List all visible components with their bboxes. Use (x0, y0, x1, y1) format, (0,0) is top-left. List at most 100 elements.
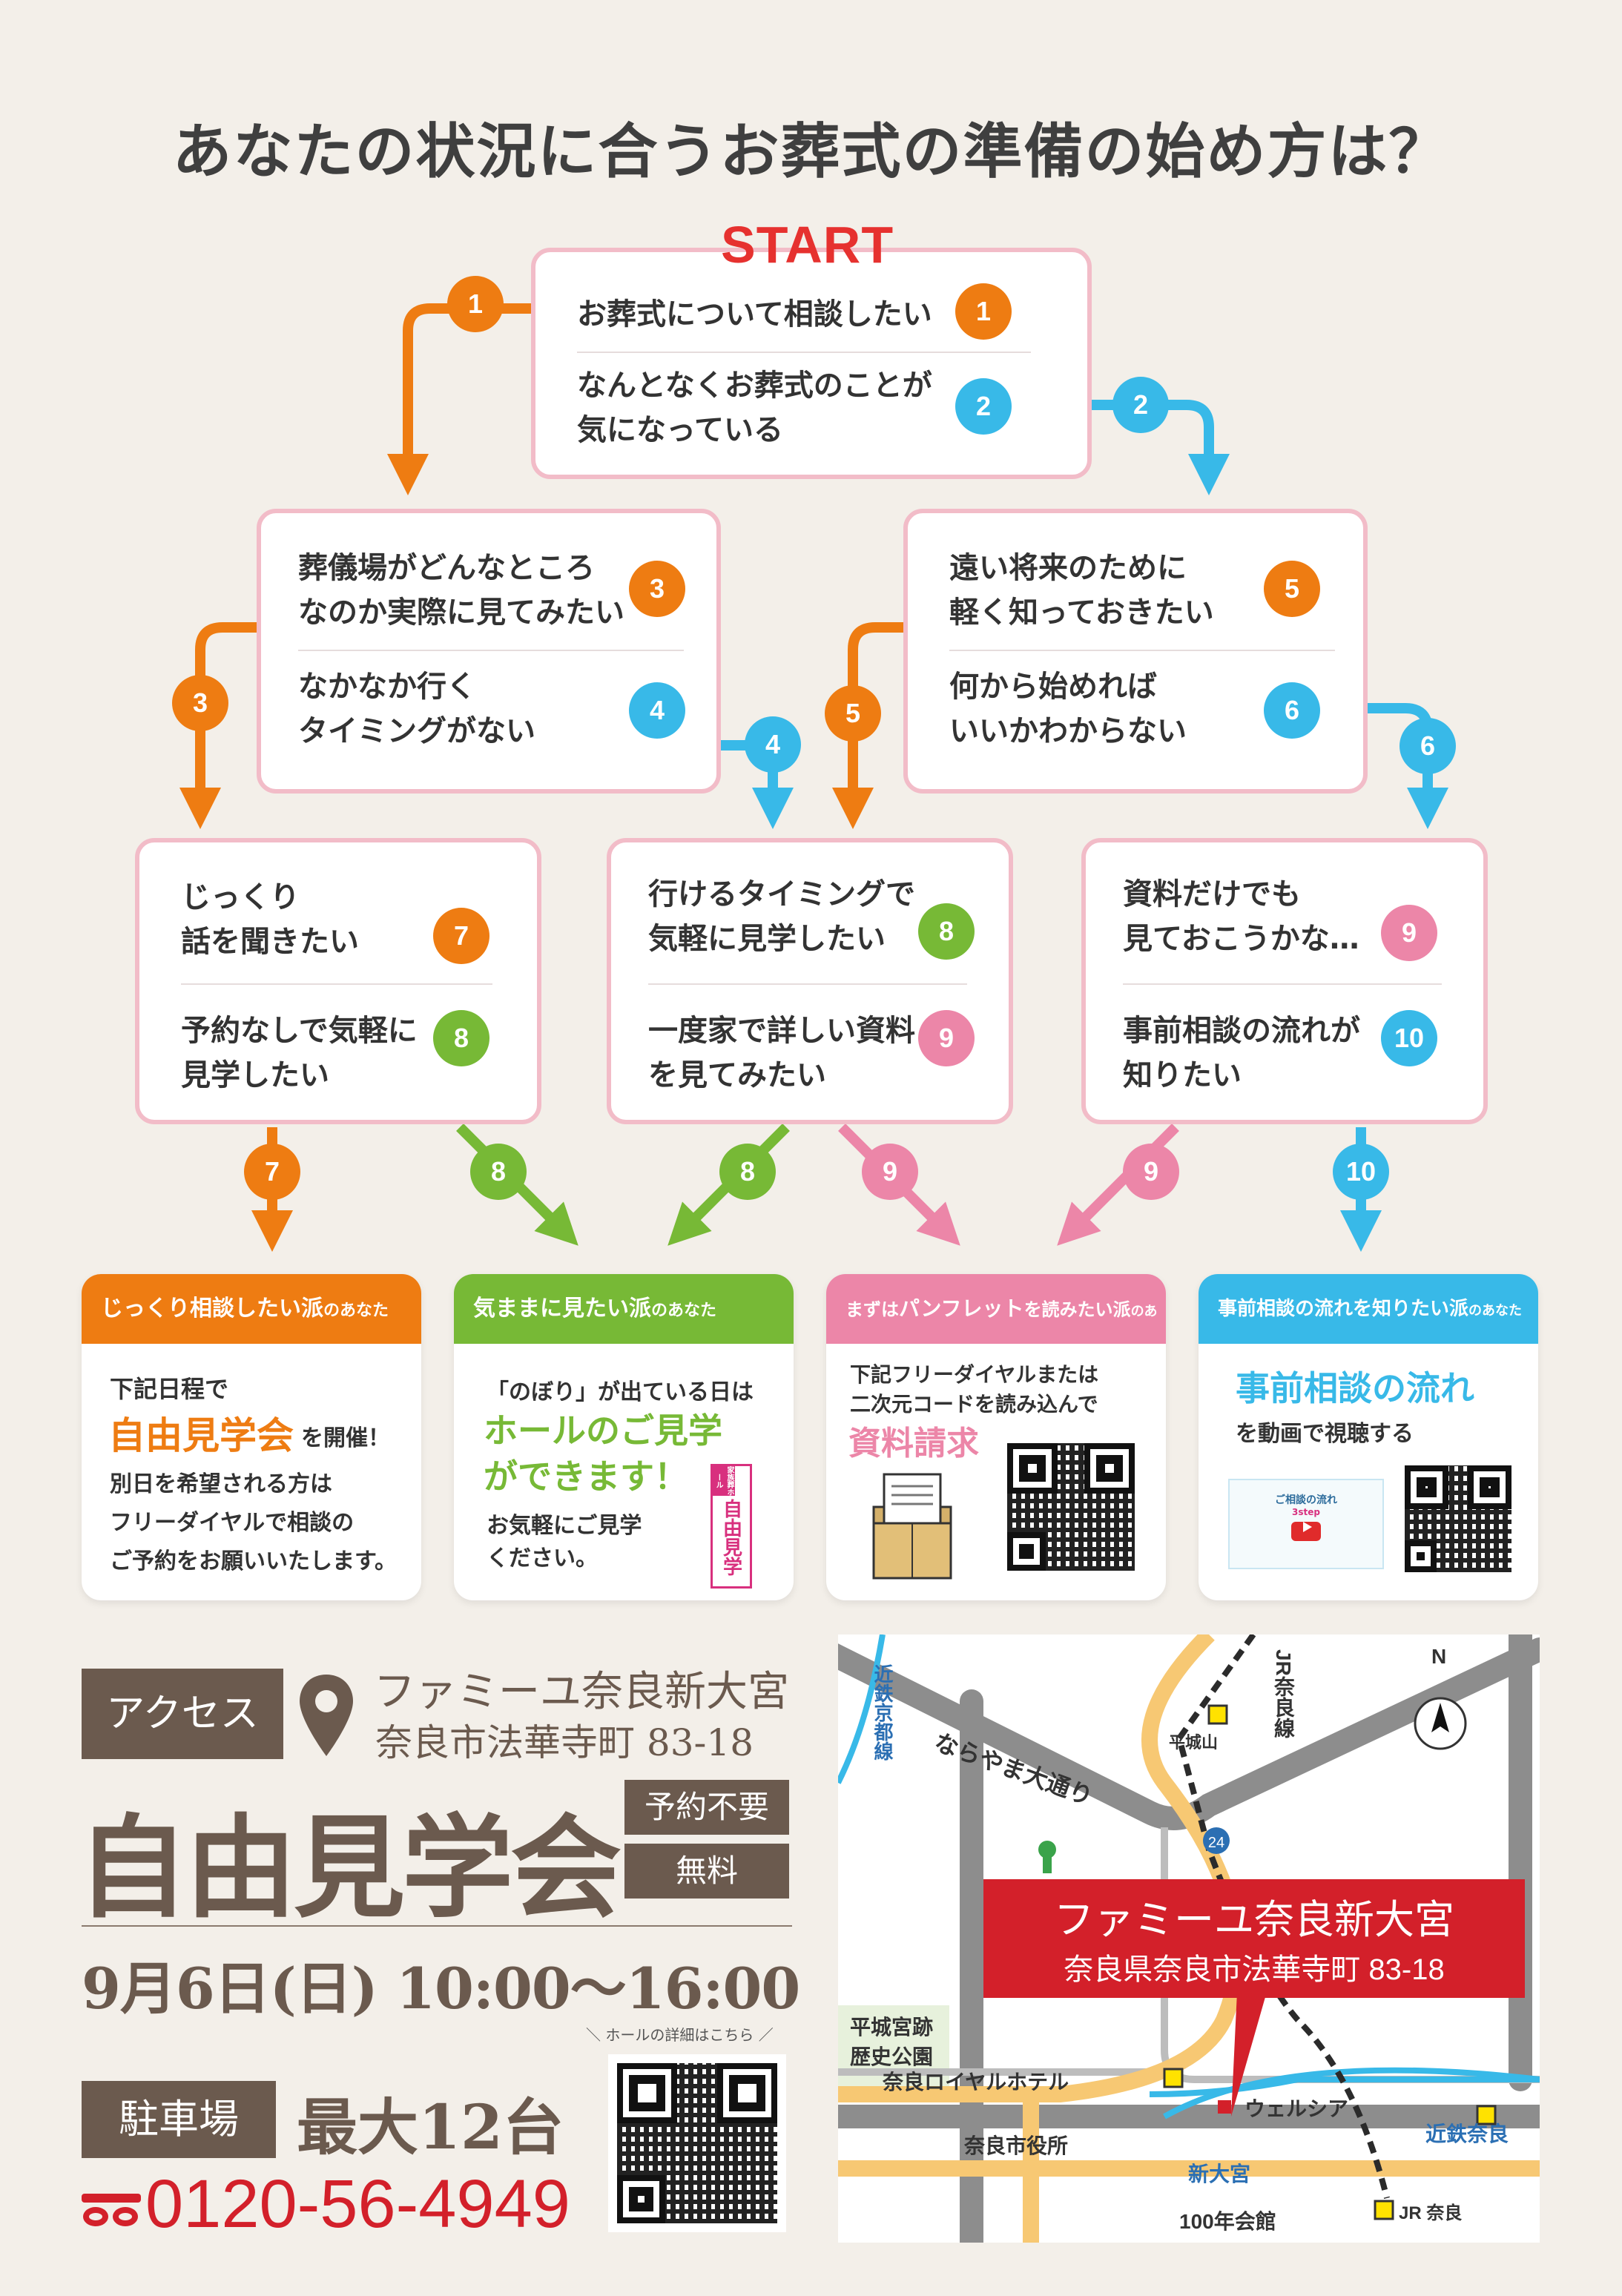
flow-option-8-badge: 8 (433, 1010, 489, 1066)
map-callout: ファミーユ奈良新大宮 奈良県奈良市法華寺町 83-18 (983, 1879, 1525, 1998)
flow-option-6-badge: 6 (1264, 682, 1320, 739)
flow-option-10-badge: 10 (1381, 1010, 1437, 1066)
flow-option-5: 遠い将来のために 軽く知っておきたい (949, 551, 1214, 630)
card-header: じっくり相談したい派のあなた (82, 1274, 421, 1344)
card-text: 「のぼり」が出ている日は (487, 1379, 754, 1405)
video-thumbnail[interactable]: ご相談の流れ 3step (1228, 1479, 1384, 1569)
start-label: START (721, 216, 894, 274)
arrow-badge-9b: 9 (1123, 1144, 1179, 1200)
flow-box-right: 遠い将来のために 軽く知っておきたい 5 何から始めれば いいかわからない 6 (903, 509, 1368, 794)
free-tag: 無料 (624, 1844, 789, 1899)
pamphlet-qr-code[interactable] (1007, 1443, 1135, 1571)
phone-number[interactable]: 0120-56-4949 (145, 2166, 570, 2242)
map-hotel-label: 奈良ロイヤルホテル (883, 2071, 1069, 2094)
flow-option-7: じっくり 話を聞きたい (181, 880, 359, 959)
result-card-consult: じっくり相談したい派のあなた 下記日程で 自由見学会 を開催！ 別日を希望される… (82, 1274, 421, 1600)
card-text: 下記日程で (110, 1375, 229, 1403)
flow-option-6: 何から始めれば いいかわからない (949, 670, 1187, 748)
map-line-label: 近鉄京都線 (871, 1664, 894, 1761)
divider (648, 983, 967, 985)
map-station-label: JR 奈良 (1399, 2203, 1463, 2223)
hall-detail-note: ＼ ホールの詳細はこちら ／ (586, 2026, 774, 2044)
card-highlight: 自由見学会 (108, 1414, 294, 1457)
access-map[interactable]: 24 ファミーユ奈良新大宮 奈良県奈良市法華寺町 83-18 N ならやま大通り… (838, 1634, 1540, 2243)
arrow-badge-9a: 9 (862, 1144, 918, 1200)
flow-option-9-badge: 9 (918, 1010, 975, 1066)
flow-option-4-badge: 4 (629, 682, 685, 739)
flow-option-9b: 資料だけでも 見ておこうかな… (1123, 877, 1359, 956)
flow-option-7-badge: 7 (433, 908, 489, 964)
flow-option-3-badge: 3 (629, 561, 685, 617)
start-option-2: なんとなくお葬式のことが 気になっている (577, 369, 932, 447)
card-highlight: 事前相談の流れ (1236, 1368, 1474, 1408)
flow-box-bottom-right: 資料だけでも 見ておこうかな… 9 事前相談の流れが 知りたい 10 (1081, 838, 1488, 1124)
parking-value: 最大12台 (297, 2092, 564, 2163)
page-title: あなたの状況に合うお葬式の準備の始め方は？ (172, 117, 1450, 186)
map-station-label: 新大宮 (1188, 2163, 1251, 2186)
arrow-badge-8b: 8 (719, 1144, 776, 1200)
video-qr-code[interactable] (1405, 1465, 1511, 1572)
arrow-badge-7: 7 (244, 1144, 300, 1200)
arrow-badge-10: 10 (1333, 1144, 1389, 1200)
result-card-visit: 気ままに見たい派のあなた 「のぼり」が出ている日は ホールのご見学 ができます！… (454, 1274, 794, 1600)
map-cityhall-label: 奈良市役所 (964, 2134, 1069, 2157)
svg-text:24: 24 (1208, 1835, 1224, 1851)
flow-option-9: 一度家で詳しい資料 を見てみたい (648, 1014, 915, 1092)
arrow-badge-3: 3 (172, 675, 228, 731)
arrow-badge-8a: 8 (470, 1144, 527, 1200)
card-body: お気軽にご見学 ください。 (487, 1513, 642, 1571)
flow-option-8b: 行けるタイミングで 気軽に見学したい (648, 877, 915, 956)
card-header: 気ままに見たい派のあなた (454, 1274, 794, 1344)
event-title: 自由見学会 (77, 1803, 622, 1933)
divider (949, 650, 1335, 651)
result-card-pamphlet: まずはパンフレットを読みたい派のあなた 下記フリーダイヤルまたは 二次元コードを… (826, 1274, 1166, 1600)
map-line-label: JR奈良線 (1272, 1649, 1295, 1738)
divider (82, 1925, 792, 1927)
play-icon (1291, 1522, 1321, 1541)
card-header: 事前相談の流れを知りたい派のあなた (1199, 1274, 1538, 1344)
flow-option-3: 葬儀場がどんなところ なのか実際に見てみたい (298, 551, 624, 630)
arrow-badge-6: 6 (1400, 718, 1456, 774)
access-label: アクセス (82, 1669, 283, 1759)
start-box: お葬式について相談したい 1 なんとなくお葬式のことが 気になっている 2 (531, 248, 1092, 479)
start-option-1: お葬式について相談したい (577, 297, 932, 331)
arrow-badge-4: 4 (745, 716, 801, 773)
result-card-flow: 事前相談の流れを知りたい派のあなた 事前相談の流れ を動画で視聴する ご相談の流… (1199, 1274, 1538, 1600)
flow-box-left: 葬儀場がどんなところ なのか実際に見てみたい 3 なかなか行く タイミングがない… (257, 509, 721, 794)
card-text: を動画で視聴する (1236, 1421, 1414, 1447)
card-text: 下記フリーダイヤルまたは 二次元コードを読み込んで (850, 1362, 1099, 1416)
card-highlight: 資料請求 (848, 1425, 979, 1462)
divider (577, 352, 1031, 353)
flow-option-8: 予約なしで気軽に 見学したい (181, 1014, 418, 1092)
start-option-1-badge: 1 (955, 283, 1012, 340)
map-north: N (1431, 1645, 1447, 1668)
arrow-5 (832, 622, 903, 829)
arrow-2 (1087, 400, 1230, 495)
card-body: 別日を希望される方は フリーダイヤルで相談の ご予約をお願いいたします。 (110, 1471, 397, 1574)
hall-name: ファミーユ奈良新大宮 (374, 1668, 789, 1716)
card-highlight: ホールのご見学 ができます！ (484, 1411, 722, 1497)
map-welcia-label: ウェルシア (1244, 2097, 1349, 2120)
arrow-badge-1: 1 (447, 276, 504, 332)
hall-address: 奈良市法華寺町 83-18 (375, 1721, 754, 1764)
map-station-label: 近鉄奈良 (1425, 2122, 1509, 2145)
nobori-banner: 家族葬ホール 自由見学 (711, 1464, 752, 1589)
hall-detail-qr-code[interactable] (608, 2054, 786, 2232)
arrow-3 (179, 622, 257, 829)
envelope-icon (872, 1473, 952, 1580)
map-station-label: 平城山 (1169, 1733, 1219, 1752)
divider (1123, 983, 1442, 985)
location-pin-icon (300, 1675, 353, 1756)
parking-label: 駐車場 (82, 2081, 276, 2158)
flow-option-10: 事前相談の流れが 知りたい (1123, 1014, 1360, 1092)
flow-box-bottom-left: じっくり 話を聞きたい 7 予約なしで気軽に 見学したい 8 (135, 838, 541, 1124)
map-hall-label: 100年会館 (1179, 2210, 1276, 2233)
flow-box-bottom-mid: 行けるタイミングで 気軽に見学したい 8 一度家で詳しい資料 を見てみたい 9 (607, 838, 1013, 1124)
start-option-2-badge: 2 (955, 378, 1012, 435)
event-date: 9月6日(日) 10:00〜16:00 (82, 1956, 800, 2022)
reservation-tag: 予約不要 (624, 1780, 789, 1835)
arrow-badge-5: 5 (825, 685, 881, 742)
card-text: を開催！ (301, 1425, 390, 1451)
divider (181, 983, 492, 985)
flow-option-4: なかなか行く タイミングがない (298, 670, 535, 748)
